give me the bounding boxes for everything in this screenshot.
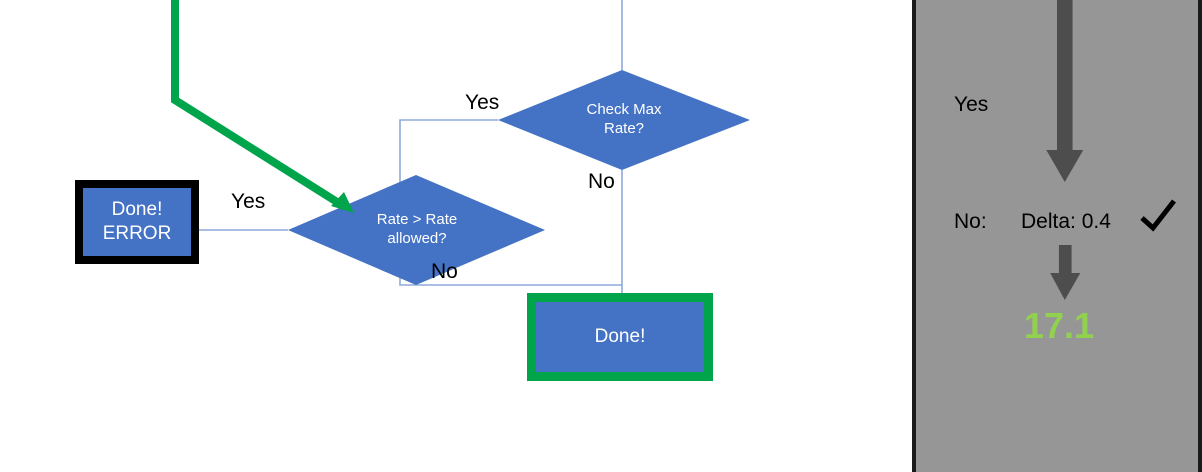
- side-panel-graphics: [1046, 0, 1084, 300]
- side-panel-result-value: 17.1: [1024, 305, 1095, 346]
- edge-label-yes-to-error: Yes: [231, 190, 266, 213]
- node-done-error-box[interactable]: Done! ERROR: [75, 180, 199, 264]
- decision-rate-gt-rate-allowed[interactable]: [288, 175, 545, 285]
- flowchart-graphics: [171, 0, 750, 293]
- highlight-path-green: [171, 0, 354, 213]
- node-done-box[interactable]: Done!: [527, 293, 713, 381]
- edge-label-no-from-rate: No: [431, 260, 458, 283]
- check-mark-icon: [1140, 199, 1176, 232]
- side-panel: Yes No: Delta: 0.4 17.1: [912, 0, 1202, 472]
- flowchart-canvas: Check Max Rate? Rate > Rate allowed? Don…: [75, 0, 750, 381]
- down-arrow-long-icon: [1046, 0, 1084, 182]
- side-panel-no-label: No:: [954, 210, 987, 233]
- edge-label-yes-from-max-rate: Yes: [465, 91, 500, 114]
- edge-label-no-from-max-rate: No: [588, 170, 615, 193]
- decision-check-max-rate[interactable]: [498, 70, 750, 170]
- down-arrow-short-icon: [1050, 245, 1081, 300]
- side-panel-yes-label: Yes: [954, 93, 989, 116]
- side-panel-delta-label: Delta: 0.4: [1021, 210, 1111, 233]
- highlight-arrowhead-icon: [331, 192, 354, 213]
